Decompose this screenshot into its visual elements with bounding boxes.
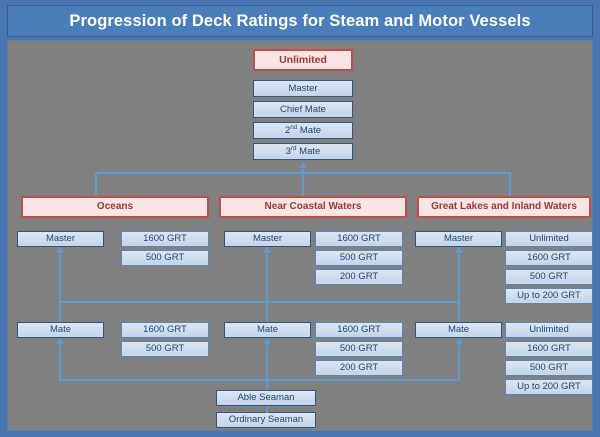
tonnage-greatlakes-master-0[interactable]: Unlimited: [505, 231, 592, 247]
tonnage-oceans-master-0[interactable]: 1600 GRT: [121, 231, 209, 247]
connector-third-mate-arrow: [299, 162, 307, 168]
tonnage-oceans-mate-0[interactable]: 1600 GRT: [121, 322, 209, 338]
connector-mate-nearcoastal-riser: [266, 301, 268, 324]
connector-master-oceans-arrow: [56, 247, 64, 253]
tonnage-greatlakes-mate-3[interactable]: Up to 200 GRT: [505, 379, 592, 395]
connector-master-nearcoastal-arrow: [263, 247, 271, 253]
node-mate-oceans[interactable]: Mate: [17, 322, 104, 338]
tonnage-nearcoastal-mate-0[interactable]: 1600 GRT: [315, 322, 403, 338]
node-second-mate-label: 2nd Mate: [284, 123, 322, 136]
category-header-near-coastal[interactable]: Near Coastal Waters: [219, 196, 407, 218]
page-title: Progression of Deck Ratings for Steam an…: [69, 11, 531, 30]
node-master-oceans[interactable]: Master: [17, 231, 104, 247]
node-third-mate[interactable]: 3rd Mate: [253, 143, 353, 160]
connector-mate-greatlakes-arrow: [455, 338, 463, 344]
node-mate-near-coastal[interactable]: Mate: [224, 322, 311, 338]
connector-master-greatlakes-stem: [458, 254, 460, 302]
node-ordinary-seaman[interactable]: Ordinary Seaman: [216, 412, 316, 428]
connector-greatlakes-drop: [509, 172, 511, 196]
node-third-mate-label: 3rd Mate: [285, 144, 321, 157]
tonnage-nearcoastal-master-1[interactable]: 500 GRT: [315, 250, 403, 266]
tonnage-oceans-master-1[interactable]: 500 GRT: [121, 250, 209, 266]
connector-master-oceans-stem: [59, 254, 61, 302]
category-header-great-lakes[interactable]: Great Lakes and Inland Waters: [417, 196, 591, 218]
connector-master-mate-bus: [59, 301, 459, 303]
connector-mate-oceans-stem: [59, 345, 61, 380]
node-second-mate[interactable]: 2nd Mate: [253, 122, 353, 139]
connector-mate-seaman-bus: [59, 379, 459, 381]
tonnage-greatlakes-master-3[interactable]: Up to 200 GRT: [505, 288, 592, 304]
tonnage-nearcoastal-master-0[interactable]: 1600 GRT: [315, 231, 403, 247]
node-able-seaman[interactable]: Able Seaman: [216, 390, 316, 406]
node-chief-mate[interactable]: Chief Mate: [253, 101, 353, 118]
node-mate-great-lakes[interactable]: Mate: [415, 322, 502, 338]
connector-mate-nearcoastal-arrow: [263, 338, 271, 344]
tonnage-greatlakes-mate-1[interactable]: 1600 GRT: [505, 341, 592, 357]
connector-mate-greatlakes-stem: [458, 345, 460, 380]
node-master-great-lakes[interactable]: Master: [415, 231, 502, 247]
tonnage-greatlakes-master-2[interactable]: 500 GRT: [505, 269, 592, 285]
node-master-top[interactable]: Master: [253, 80, 353, 97]
connector-master-nearcoastal-stem: [266, 254, 268, 302]
tonnage-greatlakes-mate-2[interactable]: 500 GRT: [505, 360, 592, 376]
connector-master-greatlakes-arrow: [455, 247, 463, 253]
connector-seaman-link: [266, 406, 268, 413]
connector-mate-nearcoastal-stem: [266, 345, 268, 380]
tonnage-greatlakes-master-1[interactable]: 1600 GRT: [505, 250, 592, 266]
connector-oceans-drop: [95, 172, 97, 196]
tonnage-nearcoastal-mate-1[interactable]: 500 GRT: [315, 341, 403, 357]
node-master-near-coastal[interactable]: Master: [224, 231, 311, 247]
tonnage-greatlakes-mate-0[interactable]: Unlimited: [505, 322, 592, 338]
category-header-oceans[interactable]: Oceans: [21, 196, 209, 218]
title-bar: Progression of Deck Ratings for Steam an…: [7, 5, 593, 37]
diagram-canvas: Unlimited Master Chief Mate 2nd Mate 3rd…: [7, 40, 593, 431]
connector-mate-greatlakes-riser: [458, 301, 460, 324]
tonnage-nearcoastal-mate-2[interactable]: 200 GRT: [315, 360, 403, 376]
connector-able-seaman-riser: [266, 379, 268, 392]
connector-mate-oceans-riser: [59, 301, 61, 324]
connector-nearcoastal-drop: [302, 172, 304, 196]
node-unlimited-top[interactable]: Unlimited: [253, 49, 353, 71]
tonnage-oceans-mate-1[interactable]: 500 GRT: [121, 341, 209, 357]
tonnage-nearcoastal-master-2[interactable]: 200 GRT: [315, 269, 403, 285]
connector-mate-oceans-arrow: [56, 338, 64, 344]
